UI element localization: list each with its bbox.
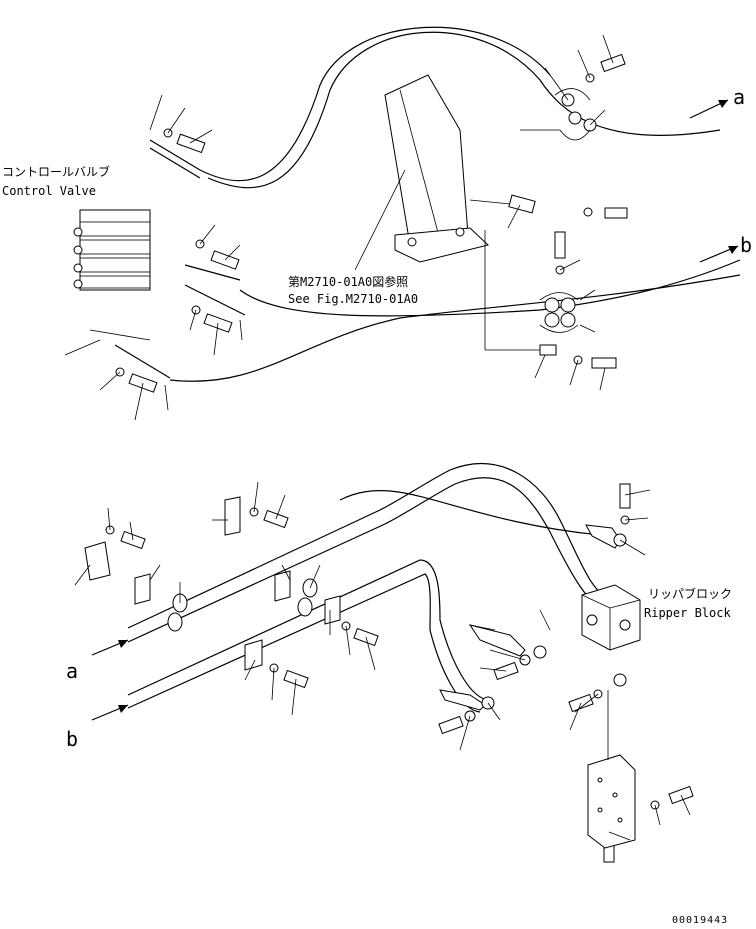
hose-to-ripper <box>339 490 601 536</box>
control-valve-label-en: Control Valve <box>2 184 96 198</box>
hose-upper-2 <box>199 26 551 182</box>
tube-long-a <box>127 463 611 643</box>
arrow-b-bottom-head <box>118 705 128 713</box>
ref-pointer <box>354 169 406 271</box>
clamps-bottom <box>84 496 341 671</box>
ripper-block <box>581 584 641 651</box>
bracket-rod-3 <box>469 199 511 205</box>
hose-mid-1 <box>239 259 741 317</box>
leader-lines-bottom <box>74 481 691 841</box>
connector-b-top: b <box>740 233 752 257</box>
tube-fitting-group <box>114 139 246 379</box>
mounting-bracket <box>587 690 636 849</box>
arrow-b-top-head <box>728 246 738 254</box>
clamp-mid <box>508 194 628 369</box>
hose-mid-2 <box>169 274 741 382</box>
frame-tower <box>384 74 490 263</box>
ripper-block-label-jp: リッパブロック <box>648 586 732 601</box>
arrow-a-top-head <box>718 100 728 108</box>
arrow-a-bottom-head <box>118 640 128 648</box>
connector-a-bottom: a <box>66 659 78 683</box>
ripper-block-label-en: Ripper Block <box>644 606 731 620</box>
connector-a-top: a <box>733 85 745 109</box>
ref-label-en: See Fig.M2710-01A0 <box>288 292 418 306</box>
leader-lines-right-top <box>507 34 614 391</box>
control-valve <box>73 209 151 291</box>
hose-upper-1 <box>207 31 721 189</box>
connector-b-bottom: b <box>66 727 78 751</box>
control-valve-label-jp: コントロールバルブ <box>2 164 110 179</box>
clamp-upper <box>554 53 626 141</box>
leader-lines-left <box>64 94 243 421</box>
ref-label-jp: 第M2710-01A0図参照 <box>288 274 408 289</box>
drawing-number: 00019443 <box>672 915 728 926</box>
hose-link <box>89 329 151 341</box>
elbow-fittings <box>439 524 627 711</box>
